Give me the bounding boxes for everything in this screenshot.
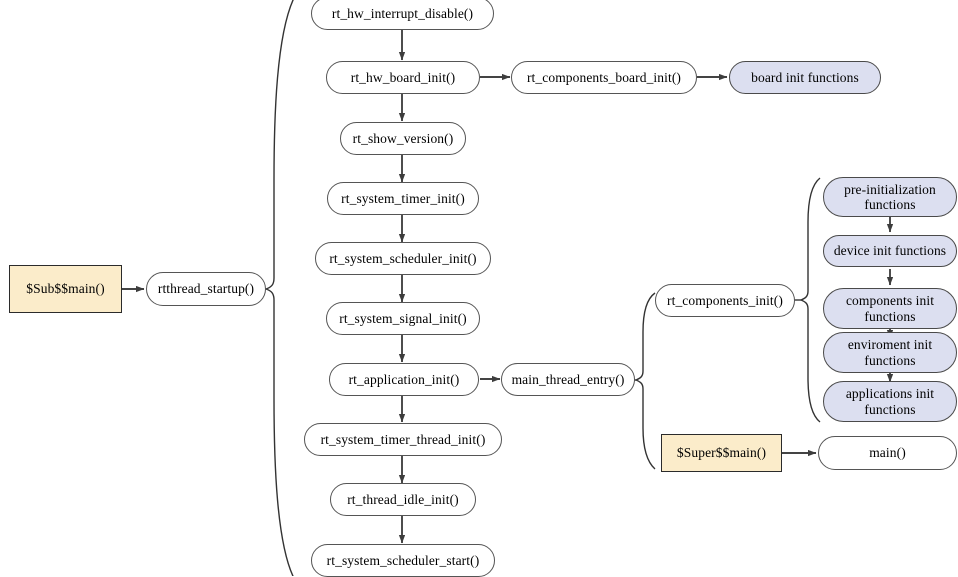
node-rt-components-board-init-label: rt_components_board_init()	[526, 69, 682, 85]
node-super-main-label: $Super$$main()	[676, 445, 767, 461]
node-main[interactable]: main()	[818, 436, 957, 470]
node-rt-application-init-label: rt_application_init()	[348, 371, 460, 387]
node-rt-hw-board-init-label: rt_hw_board_init()	[350, 69, 456, 85]
node-rt-hw-interrupt-disable-label: rt_hw_interrupt_disable()	[331, 5, 474, 21]
node-rt-components-init[interactable]: rt_components_init()	[655, 284, 795, 317]
node-rt-system-timer-thread-init[interactable]: rt_system_timer_thread_init()	[304, 423, 502, 456]
node-rt-system-timer-init-label: rt_system_timer_init()	[341, 190, 465, 206]
brace-main-thread-entry	[634, 292, 656, 470]
node-sub-main[interactable]: $Sub$$main()	[9, 265, 122, 313]
node-rt-show-version[interactable]: rt_show_version()	[340, 122, 466, 155]
brace-rtthread-startup	[263, 0, 294, 576]
node-rt-show-version-label: rt_show_version()	[352, 130, 454, 146]
node-rt-components-init-label: rt_components_init()	[667, 292, 783, 308]
node-sub-main-label: $Sub$$main()	[26, 281, 105, 297]
node-main-thread-entry[interactable]: main_thread_entry()	[501, 363, 635, 396]
node-device-init-functions[interactable]: device init functions	[823, 235, 957, 267]
node-device-init-functions-label: device init functions	[833, 243, 947, 259]
node-components-init-functions[interactable]: components init functions	[823, 288, 957, 329]
node-main-label: main()	[869, 445, 906, 461]
node-super-main[interactable]: $Super$$main()	[661, 434, 782, 472]
node-rt-system-signal-init[interactable]: rt_system_signal_init()	[326, 302, 480, 335]
brace-rt-components-init	[799, 177, 821, 423]
node-rt-system-scheduler-init-label: rt_system_scheduler_init()	[329, 250, 477, 266]
node-rt-system-timer-thread-init-label: rt_system_timer_thread_init()	[320, 431, 486, 447]
node-rt-components-board-init[interactable]: rt_components_board_init()	[511, 61, 697, 94]
node-applications-init-functions[interactable]: applications init functions	[823, 381, 957, 422]
node-rt-system-scheduler-start-label: rt_system_scheduler_start()	[326, 552, 480, 568]
node-enviroment-init-functions[interactable]: enviroment init functions	[823, 332, 957, 373]
node-rt-application-init[interactable]: rt_application_init()	[329, 363, 479, 396]
node-rt-system-scheduler-start[interactable]: rt_system_scheduler_start()	[311, 544, 495, 577]
node-board-init-functions[interactable]: board init functions	[729, 61, 881, 94]
node-rt-hw-board-init[interactable]: rt_hw_board_init()	[326, 61, 480, 94]
node-main-thread-entry-label: main_thread_entry()	[511, 371, 625, 387]
node-board-init-functions-label: board init functions	[751, 69, 859, 85]
node-pre-initialization-functions-label: pre-initialization functions	[844, 181, 936, 212]
node-rt-system-timer-init[interactable]: rt_system_timer_init()	[327, 182, 479, 215]
node-rt-system-signal-init-label: rt_system_signal_init()	[339, 310, 467, 326]
node-pre-initialization-functions[interactable]: pre-initialization functions	[823, 177, 957, 217]
node-rtthread-startup[interactable]: rtthread_startup()	[146, 272, 266, 306]
node-rtthread-startup-label: rtthread_startup()	[157, 281, 255, 297]
node-enviroment-init-functions-label: enviroment init functions	[847, 337, 933, 368]
node-rt-hw-interrupt-disable[interactable]: rt_hw_interrupt_disable()	[311, 0, 494, 30]
node-rt-thread-idle-init[interactable]: rt_thread_idle_init()	[330, 483, 476, 516]
node-rt-system-scheduler-init[interactable]: rt_system_scheduler_init()	[315, 242, 491, 275]
node-rt-thread-idle-init-label: rt_thread_idle_init()	[347, 491, 459, 507]
node-applications-init-functions-label: applications init functions	[845, 386, 935, 417]
node-components-init-functions-label: components init functions	[845, 293, 935, 324]
